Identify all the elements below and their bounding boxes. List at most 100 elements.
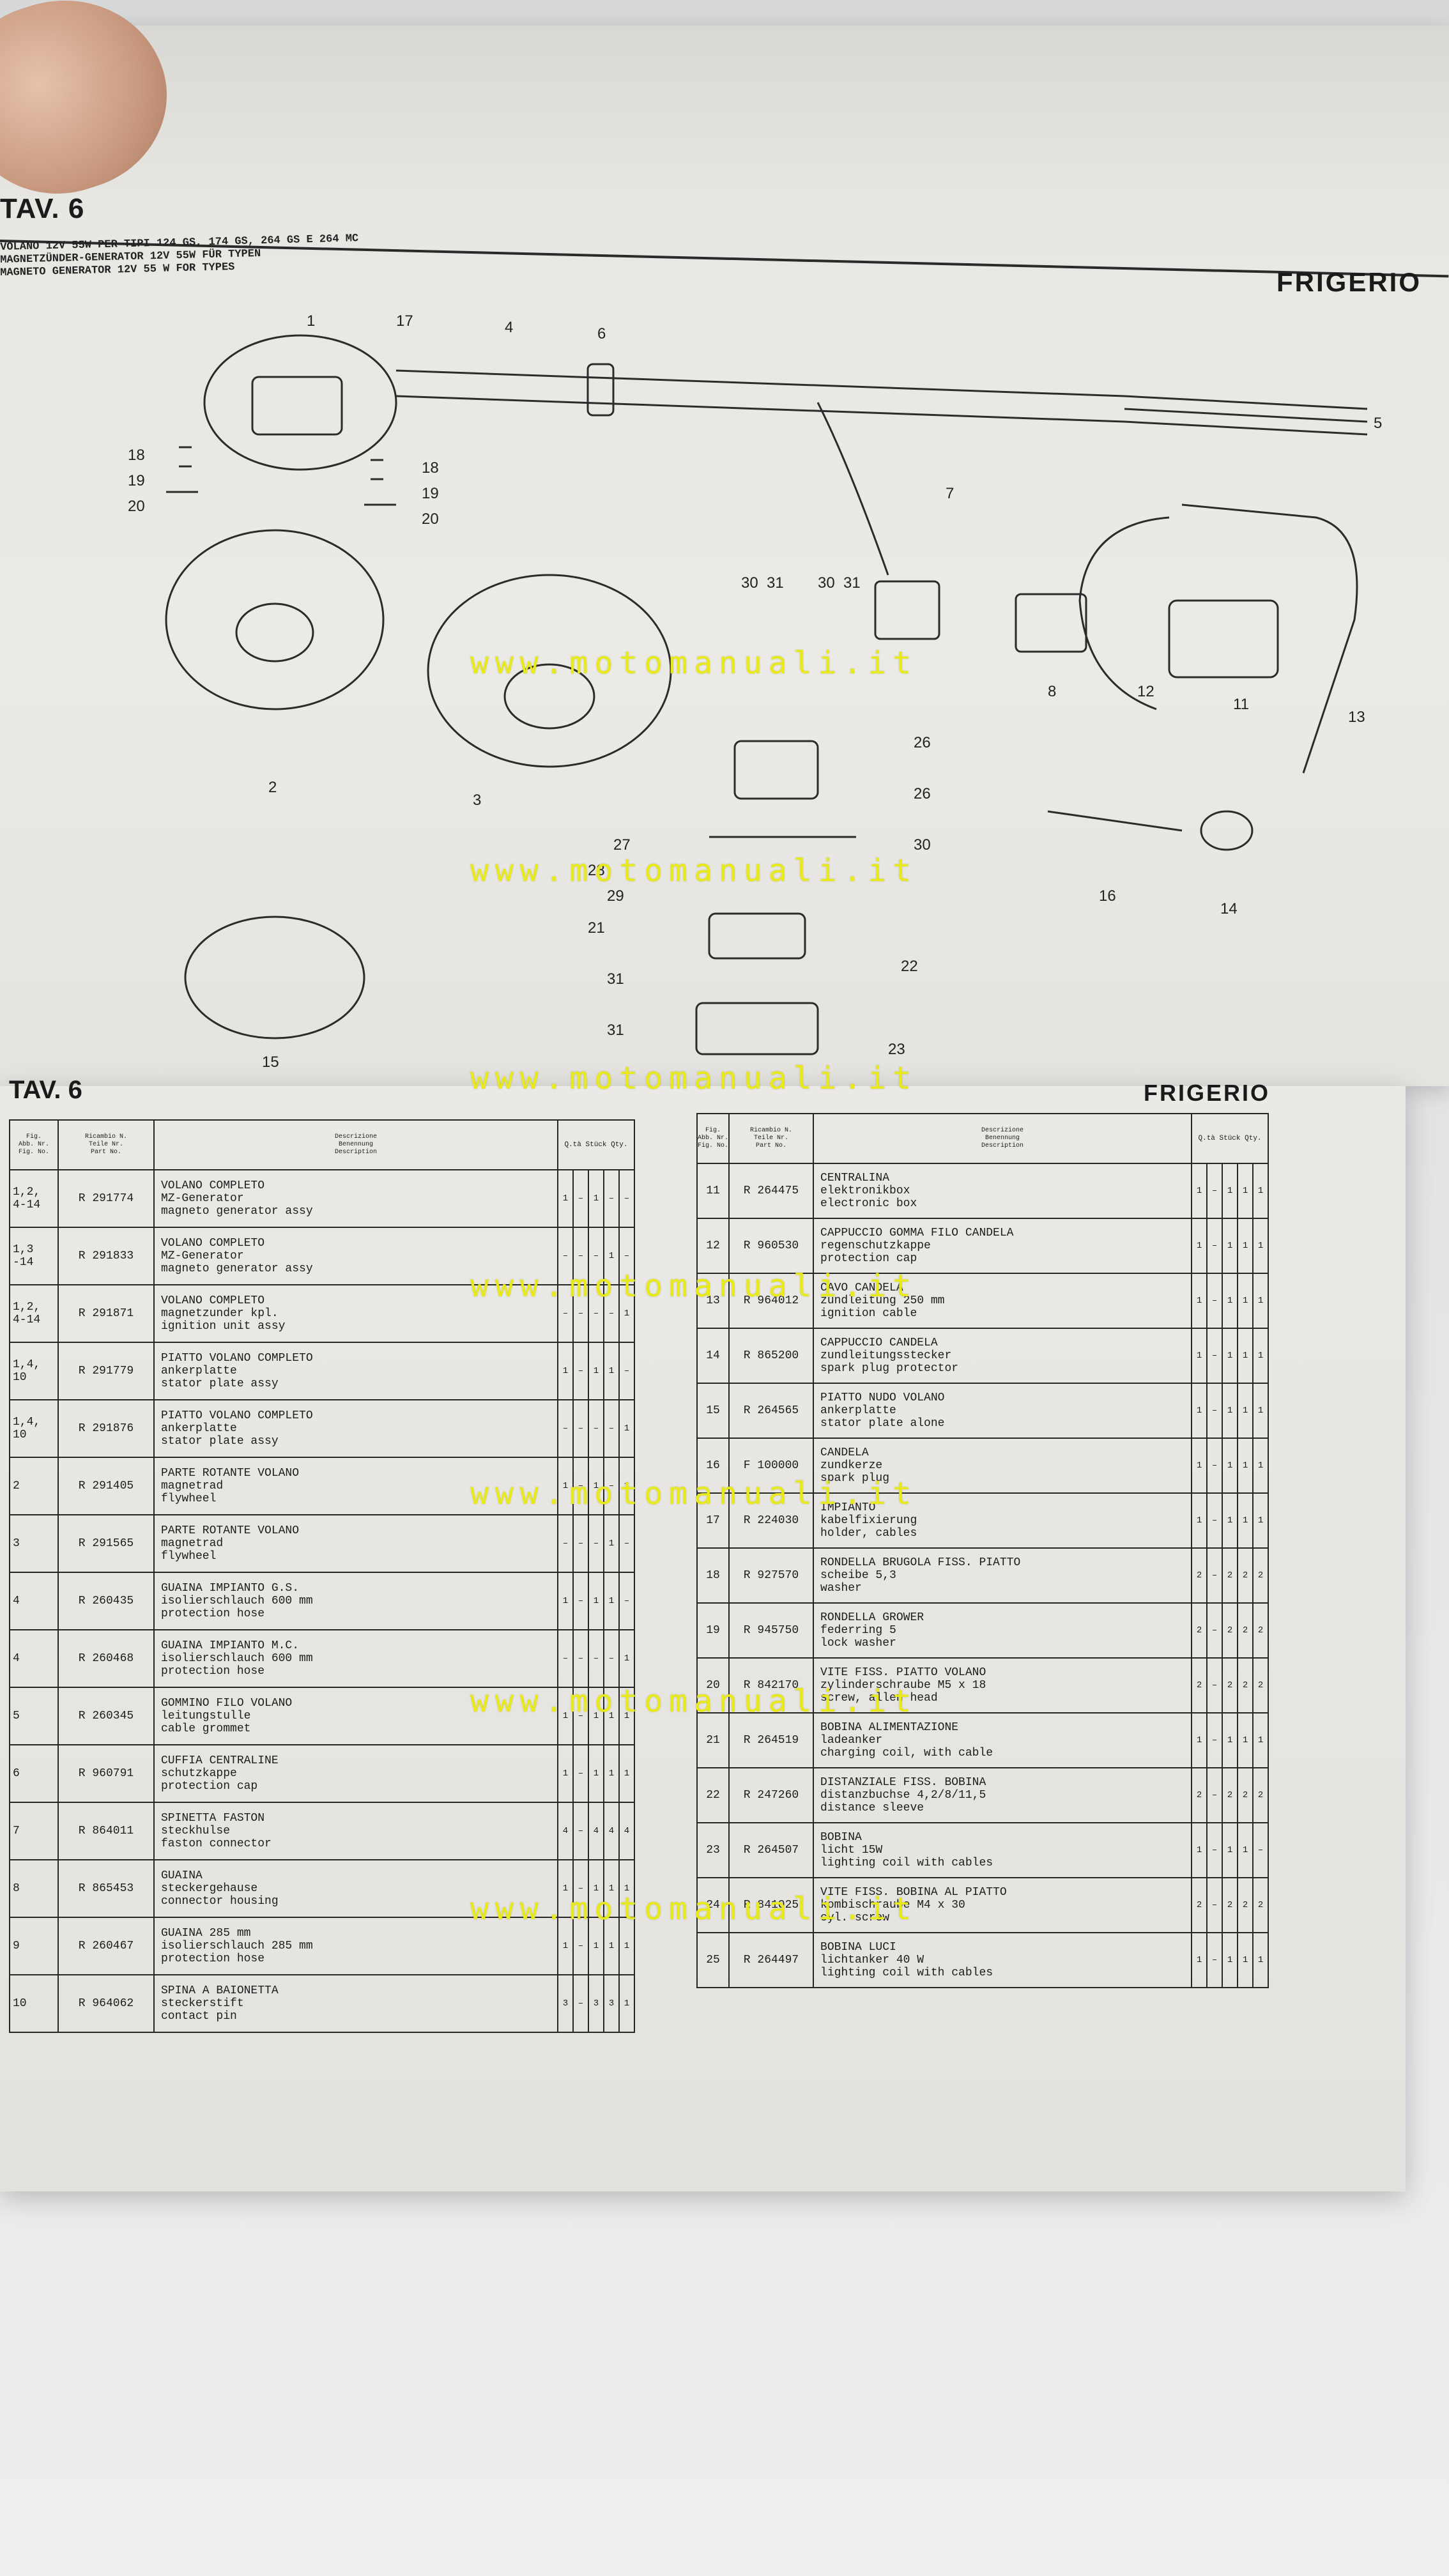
part-number-cell: F 100000	[728, 1438, 815, 1494]
callout-26a: 26	[914, 734, 931, 751]
part-number-cell: R 264475	[728, 1163, 815, 1219]
description-line: federring 5	[820, 1624, 896, 1637]
quantity-cell: 1	[1237, 1822, 1254, 1878]
quantity-cell: 2	[1191, 1657, 1208, 1713]
quantity-cell: 1	[1237, 1932, 1254, 1988]
quantity-cell: 4	[557, 1802, 574, 1860]
header-part: Ricambio N.Teile Nr.Part No.	[728, 1113, 815, 1164]
description-line: ankerplatte	[161, 1365, 237, 1377]
fig-cell: 22	[696, 1767, 730, 1823]
description-line: CANDELA	[820, 1446, 869, 1459]
callout-13: 13	[1348, 709, 1365, 726]
callout-18a: 18	[128, 447, 145, 464]
part-number-cell: R 224030	[728, 1492, 815, 1549]
fig-cell: 1,3 -14	[9, 1227, 59, 1285]
callout-16: 16	[1099, 887, 1116, 905]
quantity-cell: 1	[1191, 1383, 1208, 1439]
screws-left-drawing	[166, 446, 198, 493]
quantity-cell: –	[572, 1457, 589, 1515]
page-title: TAV. 6	[0, 193, 85, 224]
description-line: BOBINA	[820, 1831, 862, 1844]
quantity-cell: –	[1206, 1218, 1223, 1274]
description-line: licht 15W	[820, 1844, 883, 1857]
quantity-cell: –	[1206, 1438, 1223, 1494]
fig-cell: 13	[696, 1273, 730, 1329]
quantity-cell: 4	[618, 1802, 635, 1860]
description-line: connector housing	[161, 1895, 279, 1908]
callout-3: 3	[473, 792, 481, 809]
ignition-cable-loop-drawing	[1078, 516, 1170, 710]
description-line: CAVO CANDELA	[820, 1282, 903, 1294]
quantity-cell: 1	[603, 1744, 620, 1803]
description-line: PARTE ROTANTE VOLANO	[161, 1524, 300, 1537]
callout-4: 4	[505, 319, 513, 336]
callout-30a: 30	[741, 574, 758, 592]
quantity-cell: 1	[588, 1572, 604, 1630]
part-number-cell: R 260468	[57, 1629, 155, 1688]
description-line: IMPIANTO	[820, 1501, 876, 1514]
quantity-cell: 1	[588, 1342, 604, 1400]
callout-15: 15	[262, 1054, 279, 1071]
fig-cell: 9	[9, 1917, 59, 1975]
description-line: GOMMINO FILO VOLANO	[161, 1697, 293, 1710]
description-line: zylinderschraube M5 x 18	[820, 1679, 986, 1692]
quantity-cell: –	[588, 1399, 604, 1458]
watermark-5: www.motomanuali.it	[470, 1476, 918, 1512]
quantity-cell: 1	[588, 1457, 604, 1515]
watermark-1: www.motomanuali.it	[470, 645, 918, 681]
watermark-7: www.motomanuali.it	[470, 1891, 918, 1927]
quantity-cell: –	[1206, 1877, 1223, 1933]
description-line: GUAINA IMPIANTO G.S.	[161, 1582, 300, 1595]
quantity-cell: 2	[1222, 1547, 1239, 1604]
stator-plate-drawing	[203, 334, 397, 471]
quantity-cell: 1	[618, 1974, 635, 2033]
quantity-cell: 3	[557, 1974, 574, 2033]
callout-19b: 19	[422, 485, 439, 502]
fig-cell: 23	[696, 1822, 730, 1878]
quantity-cell: –	[1206, 1492, 1223, 1549]
description-line: zundkerze	[820, 1459, 883, 1472]
part-number-cell: R 945750	[728, 1602, 815, 1659]
description-line: PIATTO VOLANO COMPLETO	[161, 1352, 313, 1365]
quantity-cell: –	[588, 1629, 604, 1688]
part-number-cell: R 865200	[728, 1328, 815, 1384]
quantity-cell: –	[1206, 1712, 1223, 1768]
description-line: lock washer	[820, 1637, 896, 1650]
quantity-cell: –	[588, 1284, 604, 1343]
fig-cell: 18	[696, 1547, 730, 1604]
quantity-cell: 2	[1191, 1767, 1208, 1823]
part-number-cell: R 964012	[728, 1273, 815, 1329]
callout-28: 28	[588, 862, 605, 879]
callout-8: 8	[1048, 683, 1056, 700]
callout-19a: 19	[128, 472, 145, 489]
description-line: lighting coil with cables	[820, 1966, 993, 1979]
part-number-cell: R 291779	[57, 1342, 155, 1400]
quantity-cell: 1	[1237, 1163, 1254, 1219]
quantity-cell: –	[1206, 1383, 1223, 1439]
quantity-cell: 1	[557, 1342, 574, 1400]
quantity-cell: 2	[1191, 1877, 1208, 1933]
quantity-cell: 1	[1252, 1712, 1269, 1768]
description-line: spark plug	[820, 1472, 890, 1485]
quantity-cell: 1	[618, 1399, 635, 1458]
quantity-cell: 1	[1252, 1932, 1269, 1988]
callout-17: 17	[396, 312, 413, 330]
parts-table-left: Fig.Abb. Nr.Fig. No. Ricambio N.Teile Nr…	[9, 1119, 635, 2033]
description-line: isolierschlauch 285 mm	[161, 1940, 313, 1952]
description-line: VOLANO COMPLETO	[161, 1237, 265, 1250]
quantity-cell: –	[572, 1514, 589, 1573]
quantity-cell: 1	[1222, 1328, 1239, 1384]
quantity-cell: 1	[1237, 1218, 1254, 1274]
quantity-cell: 1	[1237, 1438, 1254, 1494]
quantity-cell: 1	[603, 1514, 620, 1573]
quantity-cell: 1	[618, 1744, 635, 1803]
callout-22: 22	[901, 958, 918, 975]
quantity-cell: 1	[1222, 1218, 1239, 1274]
